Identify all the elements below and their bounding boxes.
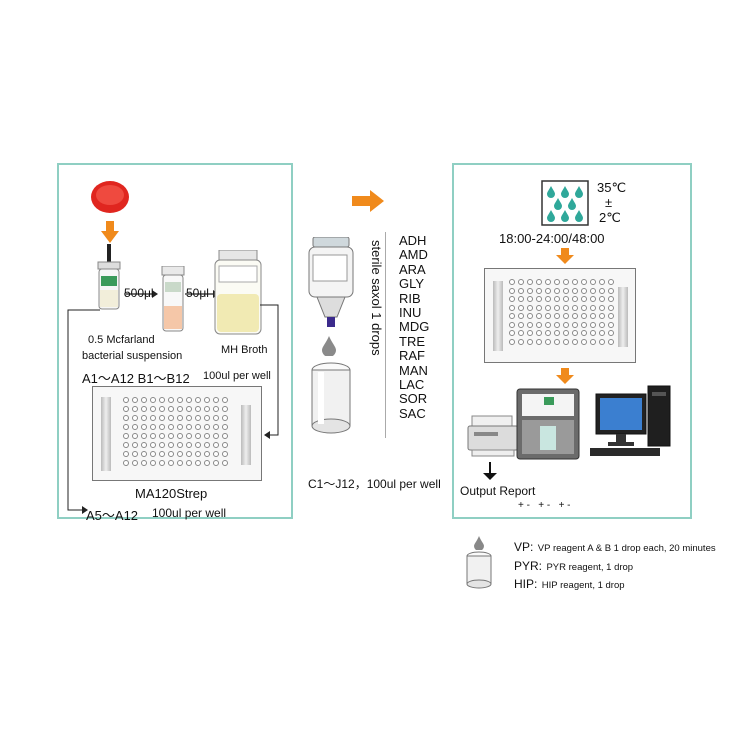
flow-lines xyxy=(67,304,279,514)
legend-vp: VP: VP reagent A & B 1 drop each, 20 min… xyxy=(514,540,716,554)
middle-footer: C1～J12，100ul per well xyxy=(308,477,441,491)
arrow-down-icon xyxy=(483,462,497,485)
incubator-icon xyxy=(541,180,589,231)
arrow-500-label: 500μl xyxy=(124,286,154,300)
microplate-icon xyxy=(92,386,262,481)
droplet-icon xyxy=(322,336,336,361)
saxol-vertical-label: sterile saxol 1 drops xyxy=(369,240,384,356)
broth-label: MH Broth xyxy=(221,344,268,356)
test-item: GLY xyxy=(399,276,425,292)
bottom-per-well-label: 100ul per well xyxy=(152,506,227,520)
legend-pyr: PYR: PYR reagent, 1 drop xyxy=(514,559,634,573)
suspension-label: bacterial suspension xyxy=(82,350,183,362)
cylinder-icon xyxy=(310,362,352,439)
test-item: TRE xyxy=(399,333,425,349)
arrow-down-icon xyxy=(101,221,119,248)
bottle-icon xyxy=(213,249,263,341)
test-item: LAC xyxy=(399,377,425,393)
petri-dish-icon xyxy=(90,180,130,214)
arrow-down-icon xyxy=(556,248,574,269)
per-well-label: 100ul per well xyxy=(203,370,271,382)
arrow-down-icon xyxy=(556,368,574,389)
legend-hip: HIP: HIP reagent, 1 drop xyxy=(514,577,625,591)
output-report-label: Output Report xyxy=(460,484,536,498)
test-item: ADH xyxy=(399,233,427,248)
temp-label: 35℃ xyxy=(597,180,627,195)
computer-icon xyxy=(588,384,672,465)
test-item: MAN xyxy=(399,362,428,378)
microplate-icon xyxy=(484,268,636,363)
test-item: SOR xyxy=(399,391,428,407)
bottom-rows-label: A5～A12 xyxy=(86,508,139,523)
analyzer-icon xyxy=(516,388,580,465)
rows-label: A1～A12 B1～B12 xyxy=(82,371,190,386)
plate-name: MA120Strep xyxy=(135,486,208,501)
dropper-bottle-icon xyxy=(305,236,355,338)
test-item: INU xyxy=(399,305,422,321)
result-marks: + - + - + - xyxy=(518,500,571,511)
plusminus-label: ± xyxy=(605,195,613,210)
temp-tol-label: 2℃ xyxy=(599,210,621,225)
arrow-50-label: 50μl xyxy=(186,286,209,300)
tube-icon xyxy=(160,265,186,337)
test-item: MDG xyxy=(399,319,430,335)
tube-icon xyxy=(96,244,122,315)
test-item: RAF xyxy=(399,348,425,364)
test-list: ADH AMD ARA GLY RIB INU MDG TRE RAF MAN … xyxy=(399,233,430,421)
arrow-right-icon xyxy=(352,190,384,217)
test-item: ARA xyxy=(399,261,426,277)
test-item: RIB xyxy=(399,290,421,306)
cylinder-icon xyxy=(466,551,492,594)
test-item: SAC xyxy=(399,405,426,421)
suspension-label: 0.5 Mcfarland xyxy=(88,334,155,346)
droplet-icon xyxy=(474,536,484,555)
divider-line xyxy=(385,232,386,438)
test-item: AMD xyxy=(399,247,428,263)
printer-icon xyxy=(466,414,520,463)
arrow-right-icon xyxy=(124,286,158,304)
time-label: 18:00-24:00/48:00 xyxy=(499,231,605,246)
